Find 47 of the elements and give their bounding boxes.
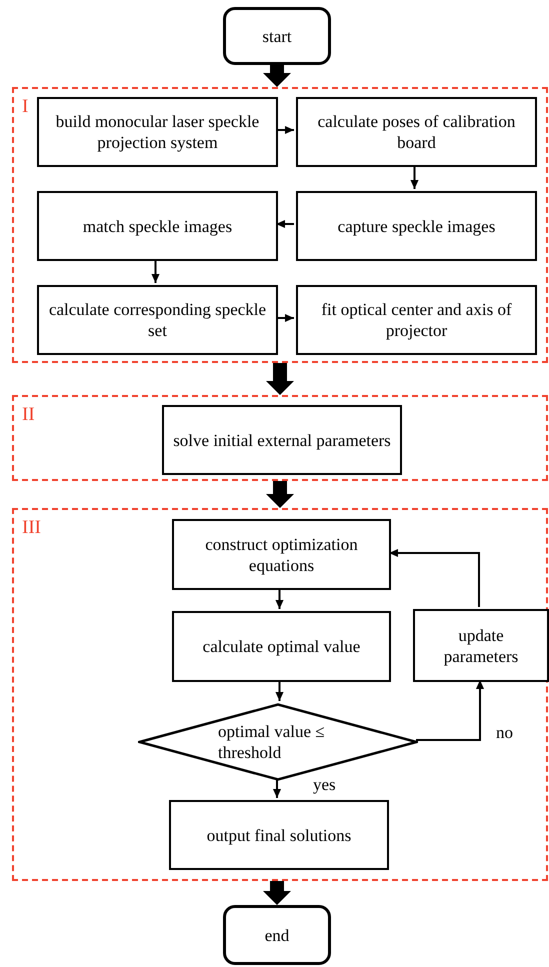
process-box — [162, 405, 402, 475]
step-text: start — [262, 26, 292, 46]
block-arrow — [263, 65, 291, 87]
block-arrow — [266, 481, 294, 508]
step-text: calculate corresponding speckle set — [48, 299, 268, 341]
arrow — [410, 165, 419, 189]
process-box — [413, 609, 549, 682]
step-text: capture speckle images — [338, 216, 496, 236]
process-box — [169, 800, 389, 870]
step-text: match speckle images — [82, 216, 232, 236]
terminal-box — [223, 7, 331, 65]
process-box — [296, 285, 537, 355]
arrow — [272, 779, 282, 798]
dashed-group-frame — [12, 87, 548, 363]
arrow — [276, 220, 294, 228]
process-box — [37, 191, 278, 261]
stage-numeral: II — [22, 405, 35, 424]
step-text: solve initial external parameters — [173, 430, 391, 450]
arrow — [416, 680, 484, 741]
process-box — [296, 97, 537, 167]
process-box — [37, 97, 278, 167]
dashed-group-frame — [12, 395, 548, 481]
stage-numeral: I — [22, 97, 28, 116]
arrow — [276, 126, 294, 134]
decision-text: optimal value ≤ threshold — [218, 721, 326, 763]
step-text: build monocular laser speckle projection system — [54, 111, 260, 153]
process-box — [37, 285, 278, 355]
arrow — [151, 259, 160, 283]
stage-numeral: III — [22, 518, 41, 537]
dashed-group-frame — [12, 508, 548, 881]
step-text: fit optical center and axis of projector — [320, 299, 513, 341]
step-text: output final solutions — [206, 824, 352, 846]
block-arrow — [263, 881, 291, 905]
step-text: construct optimization equations — [204, 534, 359, 576]
arrow — [275, 680, 284, 701]
step-text: calculate optimal value — [202, 636, 360, 657]
process-box — [296, 191, 537, 261]
block-arrow — [266, 363, 294, 395]
step-text: end — [264, 924, 290, 946]
arrow — [275, 588, 284, 609]
process-box — [172, 519, 391, 590]
arrow — [389, 548, 480, 607]
terminal-box — [223, 905, 331, 965]
step-text: calculate poses of calibration board — [316, 111, 516, 153]
process-box — [172, 611, 391, 682]
arrow — [276, 314, 294, 322]
step-text: update parameters — [442, 624, 520, 666]
